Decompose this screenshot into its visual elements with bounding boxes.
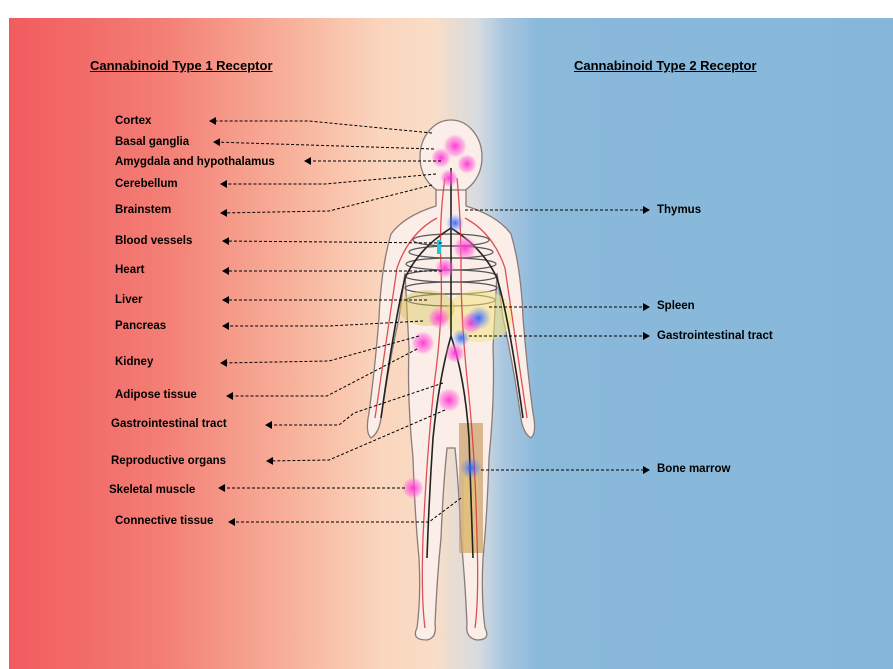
label-kidney: Kidney [115,356,153,368]
label-thymus: Thymus [657,204,701,216]
label-reproductive-organs: Reproductive organs [111,455,226,467]
label-brainstem: Brainstem [115,204,171,216]
label-adipose-tissue: Adipose tissue [115,389,197,401]
label-cerebellum: Cerebellum [115,178,178,190]
cb1-title: Cannabinoid Type 1 Receptor [90,58,273,73]
label-connective-tissue: Connective tissue [115,515,213,527]
label-gastrointestinal-tract-cb2: Gastrointestinal tract [657,330,773,342]
label-blood-vessels: Blood vessels [115,235,192,247]
label-gastrointestinal-tract-cb1: Gastrointestinal tract [111,418,227,430]
diagram-canvas: Cannabinoid Type 1 Receptor Cannabinoid … [9,18,893,669]
label-cortex: Cortex [115,115,151,127]
label-skeletal-muscle: Skeletal muscle [109,484,195,496]
label-amygdala-hypothalamus: Amygdala and hypothalamus [115,156,275,168]
cb2-title: Cannabinoid Type 2 Receptor [574,58,757,73]
label-liver: Liver [115,294,143,306]
label-bone-marrow: Bone marrow [657,463,731,475]
label-heart: Heart [115,264,144,276]
label-pancreas: Pancreas [115,320,166,332]
label-spleen: Spleen [657,300,695,312]
label-basal-ganglia: Basal ganglia [115,136,189,148]
